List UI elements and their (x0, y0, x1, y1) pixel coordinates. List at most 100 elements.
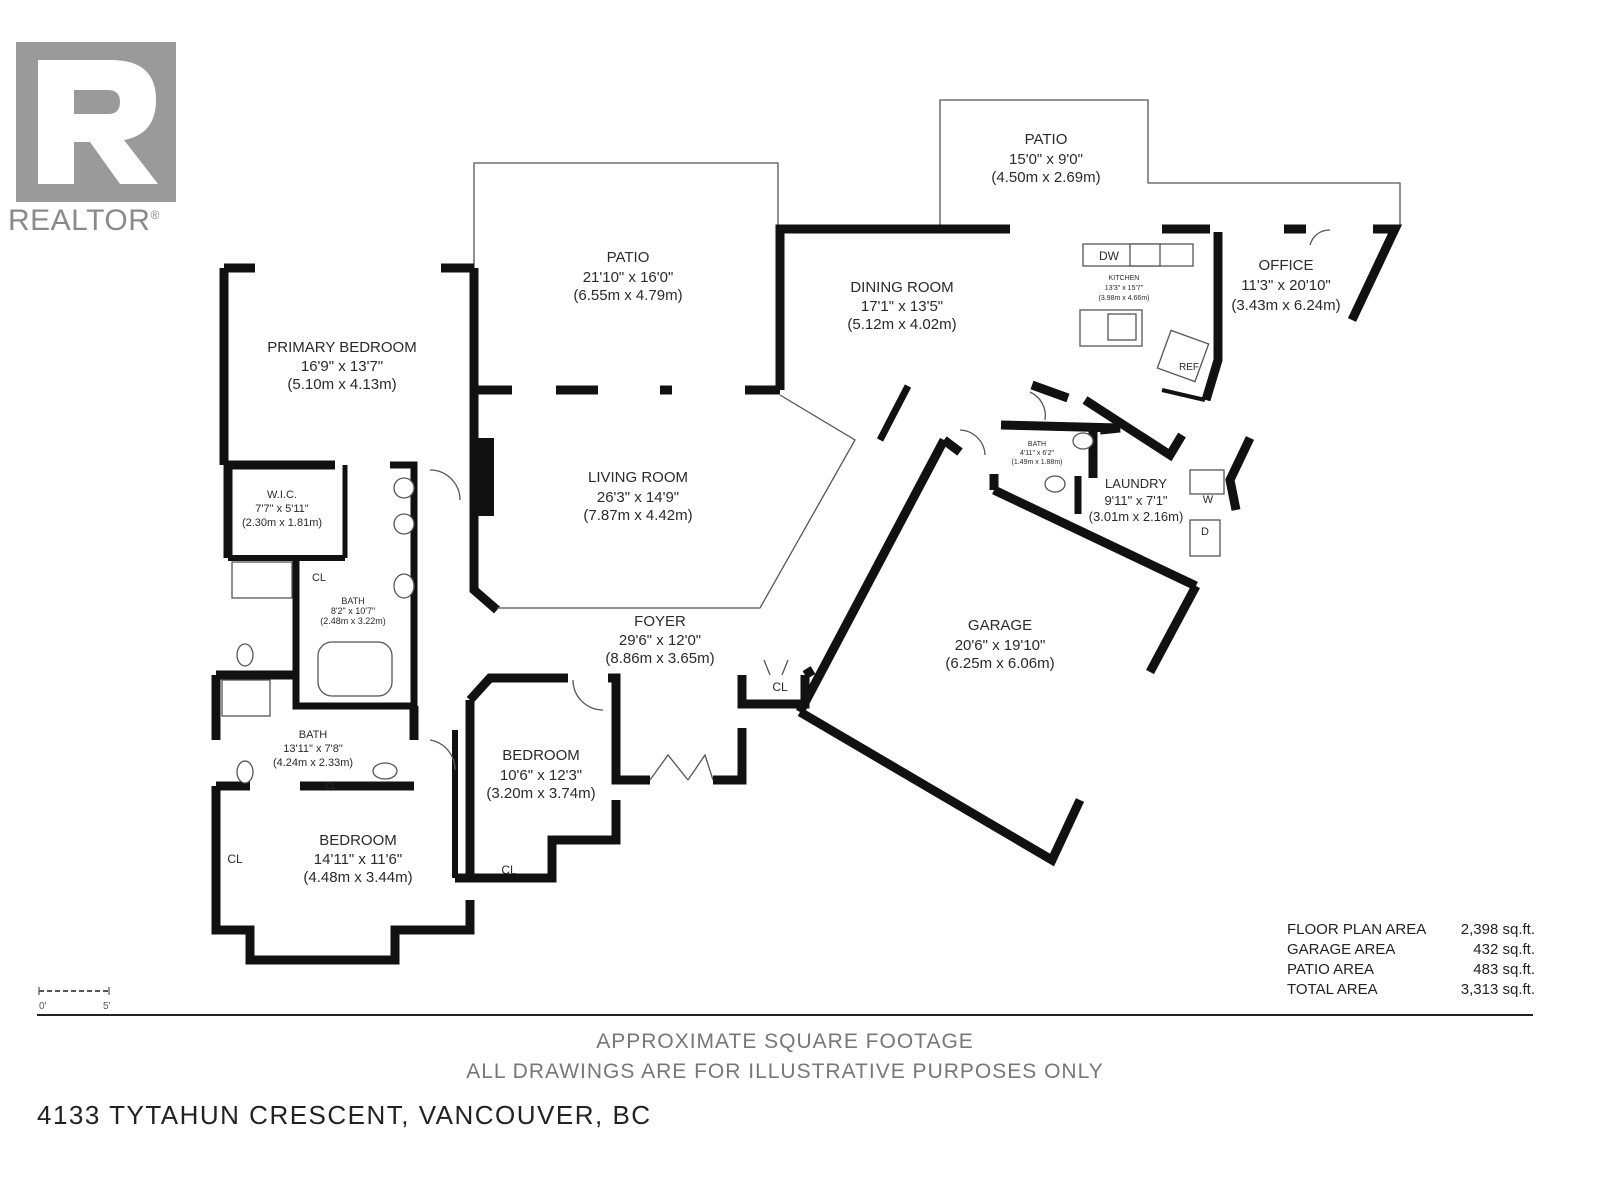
svg-text:OFFICE: OFFICE (1259, 257, 1314, 274)
svg-text:LIVING ROOM: LIVING ROOM (588, 469, 688, 486)
bath-fixtures (221, 432, 1225, 784)
kitchen-counters (1079, 243, 1210, 383)
svg-text:(4.24m x 2.33m): (4.24m x 2.33m) (273, 757, 353, 769)
svg-text:(2.30m x 1.81m): (2.30m x 1.81m) (242, 517, 322, 529)
svg-text:7'7" x 5'11": 7'7" x 5'11" (255, 503, 308, 515)
area-label: PATIO AREA (1287, 961, 1374, 978)
room-name: PATIO (1025, 131, 1068, 148)
scale-start: 0' (39, 1001, 47, 1012)
room-label-wic: W.I.C. 7'7" x 5'11" (2.30m x 1.81m) (242, 489, 322, 529)
svg-text:17'1" x 13'5": 17'1" x 13'5" (861, 298, 943, 315)
room-metric: (4.50m x 2.69m) (991, 169, 1100, 186)
svg-text:(6.25m x 6.06m): (6.25m x 6.06m) (945, 655, 1054, 672)
dishwasher-label: DW (1099, 249, 1120, 263)
closet-label: CL (312, 572, 326, 584)
svg-text:8'2" x 10'7": 8'2" x 10'7" (331, 606, 375, 616)
room-label-foyer: FOYER 29'6" x 12'0" (8.86m x 3.65m) (605, 613, 714, 667)
svg-text:BATH: BATH (299, 729, 328, 741)
area-row: FLOOR PLAN AREA 2,398 sq.ft. (1287, 920, 1535, 940)
svg-text:9'11" x 7'1": 9'11" x 7'1" (1104, 493, 1167, 508)
svg-text:(8.86m x 3.65m): (8.86m x 3.65m) (605, 650, 714, 667)
exterior-walls (211, 224, 1403, 965)
svg-text:W.I.C.: W.I.C. (267, 489, 297, 501)
svg-text:BATH: BATH (341, 596, 364, 606)
svg-text:(1.49m x 1.88m): (1.49m x 1.88m) (1012, 459, 1063, 466)
svg-text:PATIO: PATIO (607, 249, 650, 266)
property-address: 4133 TYTAHUN CRESCENT, VANCOUVER, BC (37, 1100, 652, 1130)
svg-text:(4.48m x 3.44m): (4.48m x 3.44m) (303, 869, 412, 886)
svg-text:16'9" x 13'7": 16'9" x 13'7" (301, 358, 383, 375)
realtor-logo: REALTOR® (8, 42, 180, 238)
room-label-dining: DINING ROOM 17'1" x 13'5" (5.12m x 4.02m… (847, 279, 956, 333)
fireplace (474, 438, 494, 516)
room-label-bedroom-mid: BEDROOM 10'6" x 12'3" (3.20m x 3.74m) (486, 747, 595, 802)
svg-text:(2.48m x 3.22m): (2.48m x 3.22m) (320, 616, 386, 626)
svg-text:10'6" x 12'3": 10'6" x 12'3" (500, 767, 582, 784)
closet-label: CL (501, 863, 517, 877)
dryer-label: D (1201, 526, 1209, 538)
area-value: 3,313 sq.ft. (1460, 981, 1535, 998)
door-swings (429, 229, 1331, 781)
svg-text:14'11" x 11'6": 14'11" x 11'6" (314, 851, 402, 868)
realtor-wordmark: REALTOR (8, 204, 151, 237)
svg-text:(5.10m x 4.13m): (5.10m x 4.13m) (287, 376, 396, 393)
disclaimer-line-2: ALL DRAWINGS ARE FOR ILLUSTRATIVE PURPOS… (466, 1060, 1104, 1083)
svg-text:BEDROOM: BEDROOM (502, 747, 580, 764)
registered-mark: ® (150, 208, 160, 222)
room-label-garage: GARAGE 20'6" x 19'10" (6.25m x 6.06m) (945, 617, 1054, 672)
svg-text:GARAGE: GARAGE (968, 617, 1032, 634)
svg-text:PRIMARY BEDROOM: PRIMARY BEDROOM (267, 339, 416, 356)
svg-text:26'3" x 14'9": 26'3" x 14'9" (597, 489, 679, 506)
closet-label: CL (227, 852, 243, 866)
svg-text:(3.43m x 6.24m): (3.43m x 6.24m) (1231, 297, 1340, 314)
room-label-bath-primary: BATH 8'2" x 10'7" (2.48m x 3.22m) (320, 596, 386, 626)
svg-text:(6.55m x 4.79m): (6.55m x 4.79m) (573, 287, 682, 304)
svg-text:BEDROOM: BEDROOM (319, 832, 397, 849)
svg-text:(3.01m x 2.16m): (3.01m x 2.16m) (1089, 509, 1184, 524)
area-row: PATIO AREA 483 sq.ft. (1287, 960, 1535, 980)
living-room-outline (497, 394, 856, 609)
svg-text:4'11" x 6'2": 4'11" x 6'2" (1020, 450, 1054, 457)
svg-text:LAUNDRY: LAUNDRY (1105, 476, 1167, 491)
refrigerator-label: REF (1179, 362, 1199, 373)
scale-bar: 0' 5' (37, 985, 117, 1018)
room-imperial: 15'0" x 9'0" (1009, 151, 1083, 168)
svg-text:20'6" x 19'10": 20'6" x 19'10" (955, 637, 1046, 654)
room-label-laundry: LAUNDRY 9'11" x 7'1" (3.01m x 2.16m) (1089, 476, 1184, 524)
washer-label: W (1203, 494, 1214, 506)
svg-text:13'11" x 7'8": 13'11" x 7'8" (283, 743, 343, 755)
closet-label: CL (772, 680, 788, 694)
room-label-living: LIVING ROOM 26'3" x 14'9" (7.87m x 4.42m… (583, 469, 692, 524)
svg-text:BATH: BATH (1028, 441, 1046, 448)
room-label-kitchen: KITCHEN 13'3" x 15'7" (3.98m x 4.66m) (1099, 275, 1150, 302)
room-label-primary: PRIMARY BEDROOM 16'9" x 13'7" (5.10m x 4… (267, 339, 416, 393)
svg-text:(5.12m x 4.02m): (5.12m x 4.02m) (847, 316, 956, 333)
room-label-patio-mid: PATIO 21'10" x 16'0" (6.55m x 4.79m) (573, 249, 682, 304)
room-label-bath2: BATH 13'11" x 7'8" (4.24m x 2.33m) (273, 729, 353, 769)
room-label-bath-half: BATH 4'11" x 6'2" (1.49m x 1.88m) (1012, 441, 1063, 466)
area-value: 483 sq.ft. (1473, 961, 1535, 978)
area-label: GARAGE AREA (1287, 941, 1396, 958)
area-label: FLOOR PLAN AREA (1287, 921, 1427, 938)
svg-text:FOYER: FOYER (634, 613, 686, 630)
divider-line (37, 1014, 1533, 1016)
svg-text:29'6" x 12'0": 29'6" x 12'0" (619, 632, 701, 649)
svg-text:21'10" x 16'0": 21'10" x 16'0" (583, 269, 674, 286)
svg-text:(3.98m x 4.66m): (3.98m x 4.66m) (1099, 295, 1150, 302)
scale-end: 5' (103, 1001, 111, 1012)
svg-text:(7.87m x 4.42m): (7.87m x 4.42m) (583, 507, 692, 524)
svg-text:11'3" x 20'10": 11'3" x 20'10" (1241, 277, 1331, 294)
svg-text:KITCHEN: KITCHEN (1109, 275, 1140, 282)
area-value: 2,398 sq.ft. (1460, 921, 1535, 938)
room-label-patio-top: PATIO 15'0" x 9'0" (4.50m x 2.69m) (991, 131, 1100, 186)
svg-text:(3.20m x 3.74m): (3.20m x 3.74m) (486, 785, 595, 802)
realtor-r-mark-icon (16, 42, 176, 202)
closet-label: CL (325, 781, 337, 791)
room-label-bedroom-low: BEDROOM 14'11" x 11'6" (4.48m x 3.44m) (303, 832, 412, 886)
svg-text:DINING ROOM: DINING ROOM (850, 279, 953, 296)
room-label-office: OFFICE 11'3" x 20'10" (3.43m x 6.24m) (1231, 257, 1340, 314)
